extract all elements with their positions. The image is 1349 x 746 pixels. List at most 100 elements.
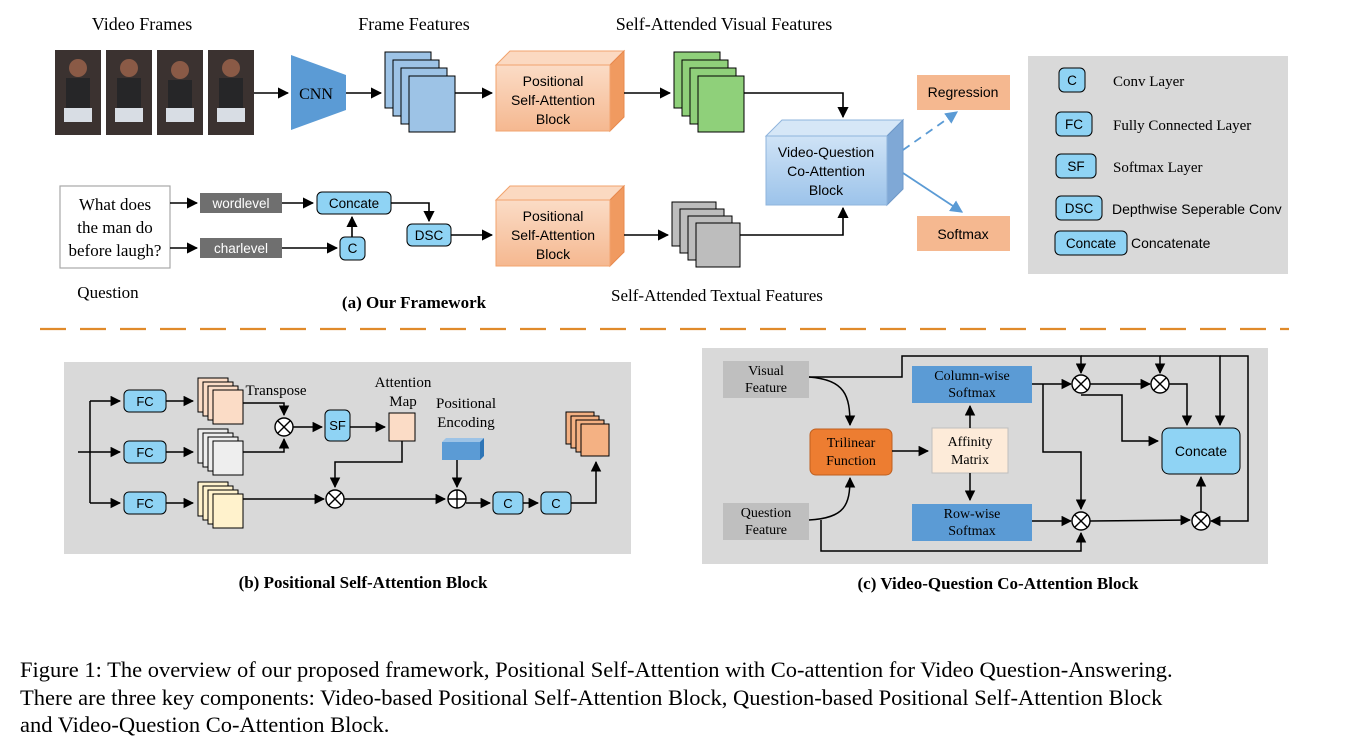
legend-key-sf: SF — [1067, 159, 1084, 174]
matmul-icon-c3 — [1071, 511, 1091, 531]
video-frames — [55, 50, 254, 135]
question-label: Question — [77, 283, 139, 302]
video-question-coattention-block: Video-Question Co-Attention Block — [764, 118, 905, 207]
psa-block-bottom: Positional Self-Attention Block — [494, 184, 626, 268]
affinity-line-1: Affinity — [948, 435, 993, 450]
visual-feature-box — [723, 361, 809, 398]
cnn-block — [291, 55, 346, 130]
question-box — [59, 185, 171, 269]
vqca-line-1: Video-Question — [778, 144, 874, 160]
legend-item-fc: FC Fully Connected Layer — [1055, 111, 1251, 137]
affinity-line-2: Matrix — [951, 453, 989, 468]
column-softmax-line-2: Softmax — [948, 386, 995, 401]
wordlevel-label: wordlevel — [211, 196, 269, 211]
legend-desc-conv: Conv Layer — [1113, 74, 1184, 90]
softmax-label: Softmax — [937, 226, 988, 242]
panel-c: Visual Feature Question Feature Trilinea… — [702, 348, 1268, 593]
legend-desc-concate: Concatenate — [1131, 235, 1211, 251]
question-line-2: the man do — [77, 218, 153, 237]
question-feature-box — [723, 503, 809, 540]
legend-key-dsc: DSC — [1065, 201, 1094, 216]
legend-desc-sf: Softmax Layer — [1113, 160, 1203, 176]
self-attended-visual-label: Self-Attended Visual Features — [616, 14, 833, 34]
sf-box-b — [324, 409, 351, 442]
panel-a-subtitle: (a) Our Framework — [342, 293, 487, 312]
caption-line-3: and Video-Question Co-Attention Block. — [20, 712, 390, 737]
trilinear-function-box — [809, 428, 893, 476]
vqca-line-2: Co-Attention — [787, 163, 865, 179]
matmul-icon-b1 — [274, 417, 294, 437]
psa-bottom-line-2: Self-Attention — [511, 227, 595, 243]
visual-feature-line-1: Visual — [748, 364, 784, 379]
legend-item-softmax: SF Softmax Layer — [1055, 153, 1203, 179]
psa-block-top: Positional Self-Attention Block — [494, 49, 626, 133]
question-feature-line-2: Feature — [745, 523, 787, 538]
question-line-3: before laugh? — [69, 241, 162, 260]
psa-bottom-line-3: Block — [536, 246, 571, 262]
concate-label-a: Concate — [329, 196, 379, 211]
sf-label-b: SF — [329, 418, 346, 433]
regression-label: Regression — [928, 84, 999, 100]
video-frames-label: Video Frames — [92, 14, 192, 34]
frame-features-label: Frame Features — [358, 14, 469, 34]
legend-item-conv: C Conv Layer — [1058, 67, 1184, 93]
conv-label-a: C — [348, 241, 358, 256]
panel-a: Video Frames Frame Features Self-Attende… — [55, 14, 1010, 312]
psa-top-line-1: Positional — [523, 73, 584, 89]
question-line-1: What does — [79, 195, 151, 214]
row-softmax-box — [912, 504, 1032, 541]
psa-top-line-2: Self-Attention — [511, 92, 595, 108]
conv-label-b2: C — [551, 496, 560, 511]
attention-map-label-1: Attention — [375, 375, 432, 391]
caption-line-1: Figure 1: The overview of our proposed f… — [20, 657, 1173, 682]
attention-map-label-2: Map — [389, 394, 417, 410]
key-feature-stack — [197, 428, 244, 476]
charlevel-bar — [200, 238, 282, 258]
column-softmax-line-1: Column-wise — [934, 369, 1009, 384]
fc-label-1: FC — [136, 394, 153, 409]
legend-item-dsc: DSC Depthwise Seperable Conv — [1055, 195, 1282, 221]
frame-features-stack — [384, 51, 456, 133]
figure-caption: Figure 1: The overview of our proposed f… — [20, 656, 1340, 739]
vqca-line-3: Block — [809, 182, 844, 198]
self-attended-textual-label: Self-Attended Textual Features — [611, 286, 823, 305]
positional-encoding-block — [442, 438, 484, 460]
matmul-icon-c2 — [1150, 374, 1170, 394]
add-icon-b — [447, 489, 467, 509]
question-feature-line-1: Question — [741, 506, 792, 521]
legend-key-fc: FC — [1065, 117, 1083, 132]
caption-line-2: There are three key components: Video-ba… — [20, 684, 1163, 710]
video-frame-1 — [55, 50, 101, 135]
value-feature-stack — [197, 481, 244, 529]
transpose-label: Transpose — [245, 383, 306, 399]
charlevel-label: charlevel — [214, 241, 268, 256]
output-feature-stack — [565, 411, 610, 457]
legend-desc-dsc: Depthwise Seperable Conv — [1112, 201, 1282, 217]
row-softmax-line-1: Row-wise — [944, 507, 1001, 522]
trilinear-line-1: Trilinear — [827, 436, 876, 451]
legend-key-conv: C — [1067, 73, 1077, 88]
self-attended-textual-stack — [671, 201, 741, 268]
regression-box — [917, 75, 1010, 110]
panel-b: FC FC FC Transpose — [64, 362, 631, 592]
matmul-icon-c4 — [1191, 511, 1211, 531]
fc-label-2: FC — [136, 445, 153, 460]
matmul-icon-b2 — [325, 489, 345, 509]
fc-label-3: FC — [136, 496, 153, 511]
trilinear-line-2: Function — [826, 454, 876, 469]
self-attended-visual-stack — [673, 51, 745, 133]
legend-item-concate: Concate Concatenate — [1054, 230, 1211, 256]
panel-b-subtitle: (b) Positional Self-Attention Block — [239, 573, 488, 592]
panel-c-subtitle: (c) Video-Question Co-Attention Block — [858, 574, 1140, 593]
legend-key-concate: Concate — [1066, 236, 1116, 251]
cnn-label: CNN — [299, 86, 333, 103]
dsc-label-a: DSC — [415, 228, 444, 243]
psa-top-line-3: Block — [536, 111, 571, 127]
row-softmax-line-2: Softmax — [948, 524, 995, 539]
softmax-box — [917, 216, 1010, 251]
psa-bottom-line-1: Positional — [523, 208, 584, 224]
video-frame-2 — [106, 50, 152, 135]
conv-label-b1: C — [503, 496, 512, 511]
framework-diagram: Video Frames Frame Features Self-Attende… — [40, 14, 1289, 593]
concate-label-c: Concate — [1175, 443, 1227, 459]
